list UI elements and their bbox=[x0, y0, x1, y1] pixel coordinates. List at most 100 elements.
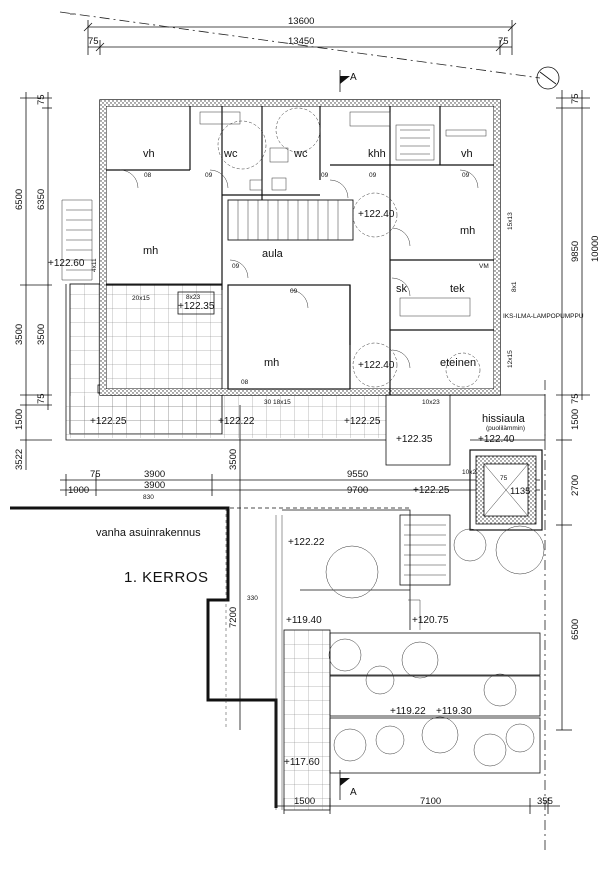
door-09e: 09 bbox=[232, 263, 240, 270]
dim-right-2700: 2700 bbox=[570, 475, 581, 496]
top-dimensions: 13600 13450 75 75 bbox=[83, 16, 517, 55]
win-10x23a: 10x23 bbox=[422, 399, 440, 406]
level-122-40-stair: +122.40 bbox=[358, 209, 395, 220]
dim-left-3522: 3522 bbox=[14, 449, 25, 470]
room-vh-left: vh bbox=[143, 148, 155, 160]
door-09b: 09 bbox=[321, 172, 329, 179]
room-puolilammin: (puolilämmin) bbox=[486, 425, 525, 432]
dim-top-overall: 13600 bbox=[288, 16, 314, 27]
dim-right-10000: 10000 bbox=[590, 236, 601, 262]
north-arrow-icon bbox=[536, 66, 560, 90]
elev-1135: 1135 bbox=[510, 486, 530, 497]
room-wc-1: wc bbox=[223, 148, 238, 160]
level-122-35-b: +122.35 bbox=[396, 434, 433, 445]
door-09f: 09 bbox=[290, 288, 298, 295]
side-8x1: 8x1 bbox=[511, 281, 518, 292]
yard bbox=[230, 380, 546, 850]
elev-75: 75 bbox=[500, 475, 508, 482]
label-vm: VM bbox=[479, 263, 489, 270]
dim-mid-7200: 7200 bbox=[228, 607, 239, 628]
dim-left-6350: 6350 bbox=[36, 189, 47, 210]
dim-top-right-offset: 75 bbox=[498, 36, 509, 47]
entry-area: 75 1135 bbox=[385, 394, 546, 531]
level-117-60: +117.60 bbox=[284, 757, 320, 768]
level-122-25-c: +122.25 bbox=[413, 485, 450, 496]
room-wc-2: wc bbox=[293, 148, 308, 160]
win-10x23b: 10x23 bbox=[462, 469, 480, 476]
room-vh-right: vh bbox=[461, 148, 473, 160]
dim-left-3500-b: 3500 bbox=[36, 324, 47, 345]
door-09c: 09 bbox=[369, 172, 377, 179]
floor-name: 1. KERROS bbox=[124, 569, 209, 586]
terrace: +122.35 20x15 8x23 bbox=[65, 283, 386, 441]
room-mh-right: mh bbox=[460, 225, 475, 237]
dim-right-9850: 9850 bbox=[570, 241, 581, 262]
label-830: 830 bbox=[143, 494, 154, 501]
main-building bbox=[99, 99, 501, 396]
old-building-label: vanha asuinrakennus bbox=[96, 527, 201, 539]
dim-left-75: 75 bbox=[36, 393, 47, 404]
room-mh-left: mh bbox=[143, 245, 158, 257]
dim-top-inner: 13450 bbox=[288, 36, 314, 47]
section-line-top bbox=[59, 11, 541, 79]
dim-mid-3500: 3500 bbox=[228, 449, 239, 470]
level-122-40-entry: +122.40 bbox=[358, 360, 395, 371]
section-marker-top: A bbox=[339, 70, 357, 92]
dim-mid-1000: 1000 bbox=[68, 485, 89, 496]
level-119-30: +119.30 bbox=[436, 706, 472, 717]
exterior-stair-left bbox=[61, 199, 93, 281]
level-119-22: +119.22 bbox=[390, 706, 426, 717]
left-dimensions: 75 6500 6350 3500 75 1500 3522 3500 bbox=[14, 92, 52, 470]
dim-mid-3900b: 3900 bbox=[144, 480, 165, 491]
level-122-22-b: +122.22 bbox=[288, 537, 325, 548]
dim-top-left-offset: 75 bbox=[88, 36, 99, 47]
room-aula: aula bbox=[262, 248, 284, 260]
level-122-22-a: +122.22 bbox=[218, 416, 255, 427]
room-mh-center: mh bbox=[264, 357, 279, 369]
dim-mid-9700: 9700 bbox=[347, 485, 368, 496]
dim-right-6500: 6500 bbox=[570, 619, 581, 640]
dim-left-top-offset: 75 bbox=[36, 94, 47, 105]
small-labels: VM IKS-ILMA-LAMPOPUMPPU 08 09 09 09 09 0… bbox=[91, 172, 584, 476]
win-20x15: 20x15 bbox=[132, 295, 150, 302]
side-4x11: 4x11 bbox=[91, 258, 98, 272]
win-12x15: 12x15 bbox=[507, 350, 514, 368]
door-08a: 08 bbox=[144, 172, 152, 179]
middle-dimensions: 75 3900 3900 1000 9550 9700 830 3500 720… bbox=[60, 405, 540, 730]
level-119-40: +119.40 bbox=[286, 615, 322, 626]
door-09a: 09 bbox=[205, 172, 213, 179]
door-08b: 08 bbox=[241, 379, 249, 386]
label-330: 330 bbox=[247, 595, 258, 602]
section-a-bottom-label: A bbox=[350, 787, 357, 798]
dim-mid-3900a: 3900 bbox=[144, 469, 165, 480]
old-building-outline: vanha asuinrakennus 1. KERROS bbox=[10, 506, 278, 808]
dim-left-6500: 6500 bbox=[14, 189, 25, 210]
room-hissiaula: hissiaula bbox=[482, 413, 526, 425]
dim-mid-75: 75 bbox=[90, 469, 101, 480]
door-09d: 09 bbox=[462, 172, 470, 179]
win-30x15: 30 18x15 bbox=[264, 399, 291, 406]
dim-right-top-offset: 75 bbox=[570, 93, 581, 104]
level-120-75: +120.75 bbox=[412, 615, 449, 626]
dim-right-75: 75 bbox=[570, 393, 581, 404]
room-sk: sk bbox=[396, 283, 408, 295]
level-122-60: +122.60 bbox=[48, 258, 85, 269]
room-eteinen: eteinen bbox=[440, 357, 476, 369]
level-122-40-c: +122.40 bbox=[478, 434, 515, 445]
dim-left-1500: 1500 bbox=[14, 409, 25, 430]
level-122-35-terrace: +122.35 bbox=[178, 301, 215, 312]
dim-right-1500: 1500 bbox=[570, 409, 581, 430]
section-a-top-label: A bbox=[350, 72, 357, 83]
level-122-25-b: +122.25 bbox=[344, 416, 381, 427]
label-heat-pump: IKS-ILMA-LAMPOPUMPPU bbox=[503, 313, 584, 320]
section-marker-bottom: A bbox=[339, 770, 357, 800]
room-labels: vh wc wc khh vh mh aula mh sk tek mh ete… bbox=[143, 148, 526, 510]
room-tek: tek bbox=[450, 283, 465, 295]
levels: +122.60 +122.40 +122.40 +122.25 +122.22 … bbox=[48, 209, 515, 768]
win-8x23: 8x23 bbox=[186, 294, 200, 301]
room-khh: khh bbox=[368, 148, 386, 160]
dim-mid-9550: 9550 bbox=[347, 469, 368, 480]
right-dimensions: 75 9850 10000 75 1500 2700 6500 bbox=[556, 90, 601, 731]
dim-left-3500: 3500 bbox=[14, 324, 25, 345]
